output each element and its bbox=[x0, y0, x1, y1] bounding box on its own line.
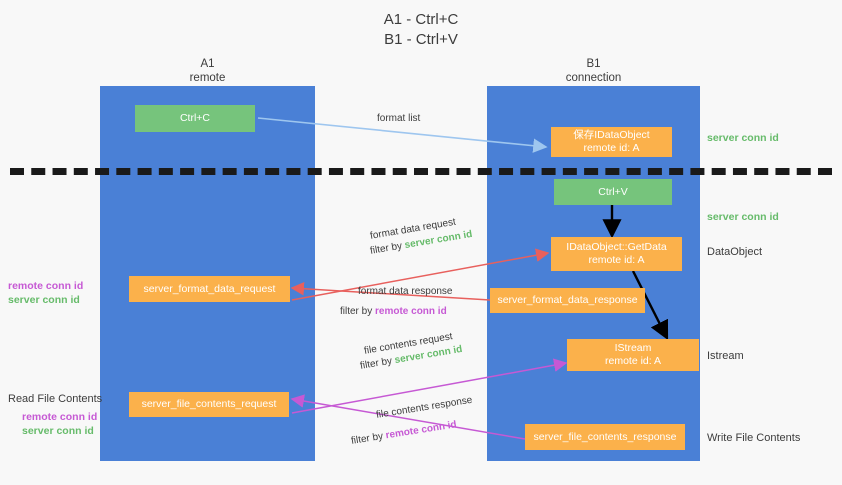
edge-label-file-contents-response-filter: filter by remote conn id bbox=[350, 417, 458, 449]
phase-divider bbox=[10, 168, 832, 175]
edge-label-format-data-response: format data response bbox=[358, 286, 453, 297]
edge-label-format-list: format list bbox=[377, 113, 421, 124]
node-idataobject[interactable]: 保存IDataObject remote id: A bbox=[551, 127, 672, 157]
label-write-file-contents: Write File Contents bbox=[707, 432, 801, 444]
filter-value-remote-conn-id: remote conn id bbox=[384, 419, 458, 442]
label-remote-conn-id-2: remote conn id bbox=[22, 411, 98, 423]
node-server-file-contents-response[interactable]: server_file_contents_response bbox=[525, 424, 685, 450]
diagram-title: A1 - Ctrl+C B1 - Ctrl+V bbox=[383, 11, 459, 48]
label-server-conn-id-2: server conn id bbox=[22, 425, 94, 437]
label-server-conn-id-top: server conn id bbox=[707, 132, 779, 144]
filter-prefix: filter by bbox=[340, 306, 376, 317]
label-server-conn-id-second: server conn id bbox=[707, 211, 779, 223]
label-server-conn-id-1: server conn id bbox=[8, 294, 80, 306]
edge-label-file-contents-response-text: file contents response bbox=[375, 394, 474, 421]
filter-prefix: filter by bbox=[359, 355, 396, 372]
label-istream: Istream bbox=[707, 350, 744, 362]
node-server-format-data-response[interactable]: server_format_data_response bbox=[490, 288, 645, 313]
filter-value-remote-conn-id: remote conn id bbox=[375, 306, 447, 317]
label-remote-conn-id-1: remote conn id bbox=[8, 280, 84, 292]
label-read-file-contents: Read File Contents bbox=[8, 393, 103, 405]
edge-label-format-data-response-filter: filter by remote conn id bbox=[340, 304, 447, 319]
filter-prefix: filter by bbox=[350, 430, 387, 447]
node-ctrl-c[interactable]: Ctrl+C bbox=[135, 105, 255, 132]
node-server-file-contents-request[interactable]: server_file_contents_request bbox=[129, 392, 289, 417]
node-idataobject-getdata[interactable]: IDataObject::GetData remote id: A bbox=[551, 237, 682, 271]
label-dataobject: DataObject bbox=[707, 246, 763, 258]
node-ctrl-v[interactable]: Ctrl+V bbox=[554, 179, 672, 205]
filter-prefix: filter by bbox=[369, 240, 406, 257]
column-header-b1: B1 connection bbox=[565, 58, 622, 84]
edge-label-file-contents-response: file contents response bbox=[375, 393, 473, 423]
node-server-format-data-request[interactable]: server_format_data_request bbox=[129, 276, 290, 302]
column-header-a1: A1 remote bbox=[189, 58, 226, 84]
node-istream[interactable]: IStream remote id: A bbox=[567, 339, 699, 371]
